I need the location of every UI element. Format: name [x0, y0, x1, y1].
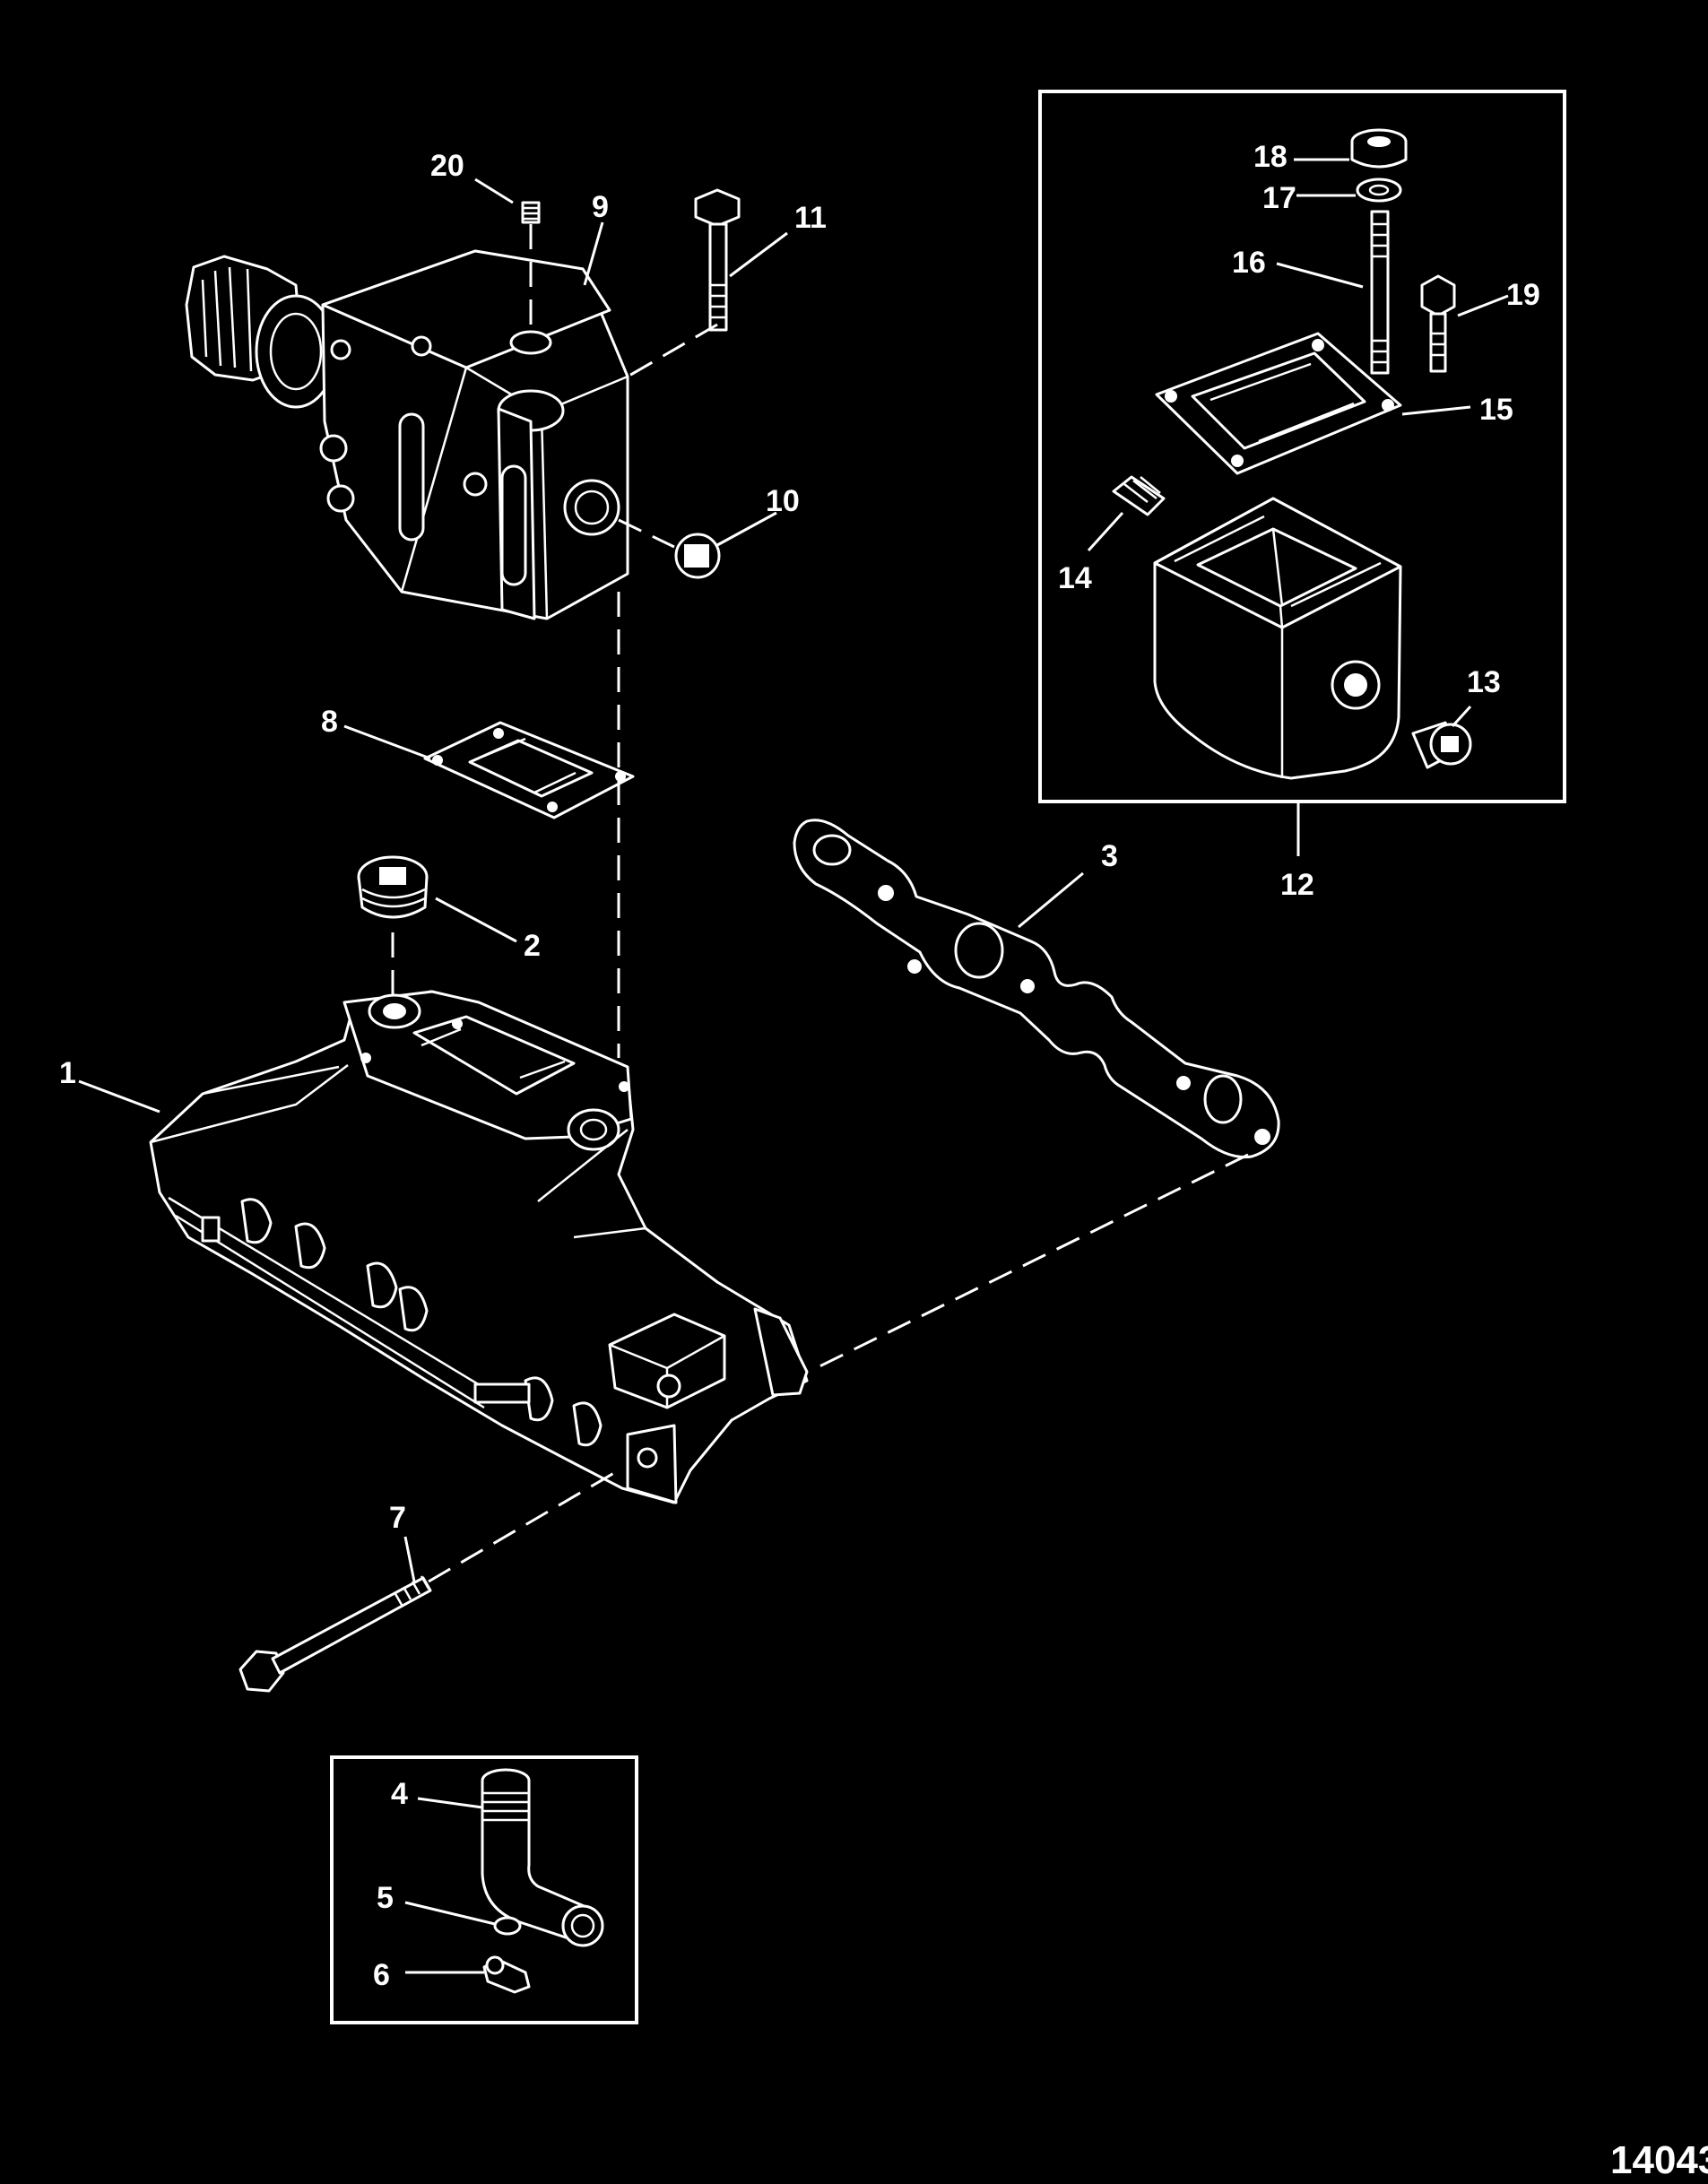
callout-8: 8 [321, 705, 338, 739]
bolt-part-11 [694, 188, 741, 332]
gasket-part-8 [423, 721, 635, 819]
leader-19 [1457, 294, 1509, 317]
washer-part-17 [1356, 178, 1402, 203]
callout-6: 6 [373, 1958, 390, 1992]
callout-7: 7 [389, 1501, 406, 1535]
callout-19: 19 [1506, 278, 1540, 312]
dash-7 [428, 1469, 620, 1583]
fitting-part-6 [482, 1955, 531, 1994]
leader-15 [1401, 405, 1471, 416]
housing-part-9 [185, 249, 629, 620]
callout-18: 18 [1253, 140, 1288, 174]
callout-9: 9 [592, 190, 609, 224]
callout-14: 14 [1058, 561, 1092, 595]
leader-8 [343, 724, 431, 760]
callout-5: 5 [377, 1881, 394, 1915]
leader-7 [403, 1536, 416, 1582]
stud-part-16 [1370, 210, 1390, 375]
bolt-part-7 [238, 1575, 432, 1693]
leader-14 [1087, 511, 1124, 552]
callout-20: 20 [430, 149, 464, 183]
oring-part-5 [493, 1916, 522, 1936]
callout-3: 3 [1101, 839, 1118, 873]
callout-1: 1 [59, 1056, 76, 1090]
leader-2 [435, 897, 517, 943]
dash-11 [627, 323, 718, 378]
callout-17: 17 [1262, 181, 1296, 215]
callout-15: 15 [1479, 393, 1513, 427]
leader-9 [583, 221, 604, 286]
exhaust-manifold-part-1 [149, 990, 809, 1504]
callout-4: 4 [391, 1777, 408, 1811]
dash-3-to-1 [811, 1153, 1249, 1372]
plug-part-2 [357, 855, 429, 919]
leader-11 [729, 231, 788, 278]
leader-3 [1018, 871, 1084, 929]
callout-11: 11 [794, 201, 827, 235]
plug-part-13 [1411, 721, 1472, 769]
plug-part-10 [674, 533, 721, 579]
leader-5 [404, 1901, 496, 1926]
elbow-kit-inset-box [1038, 90, 1566, 803]
callout-2: 2 [524, 929, 541, 963]
leader-10 [716, 511, 777, 547]
elbow-block-part-12 [1153, 497, 1402, 780]
leader-20 [474, 178, 514, 204]
gasket-part-15 [1155, 332, 1402, 475]
figure-code: 14043 [1610, 2138, 1708, 2182]
gasket-part-3 [793, 819, 1280, 1159]
nut-part-18 [1350, 128, 1408, 169]
leader-4 [417, 1797, 483, 1809]
plug-part-14 [1112, 475, 1166, 516]
dash-10 [618, 518, 675, 549]
callout-10: 10 [766, 484, 800, 518]
bolt-part-19 [1420, 274, 1456, 373]
callout-13: 13 [1467, 665, 1501, 699]
leader-13 [1451, 705, 1472, 728]
setscrew-part-20 [521, 201, 541, 224]
fitting-inset-box [330, 1755, 638, 2024]
callout-16: 16 [1232, 246, 1266, 280]
leader-16 [1276, 262, 1364, 289]
leader-1 [78, 1079, 160, 1114]
elbow-fitting-part-4 [481, 1768, 604, 1947]
callout-12: 12 [1280, 868, 1314, 902]
